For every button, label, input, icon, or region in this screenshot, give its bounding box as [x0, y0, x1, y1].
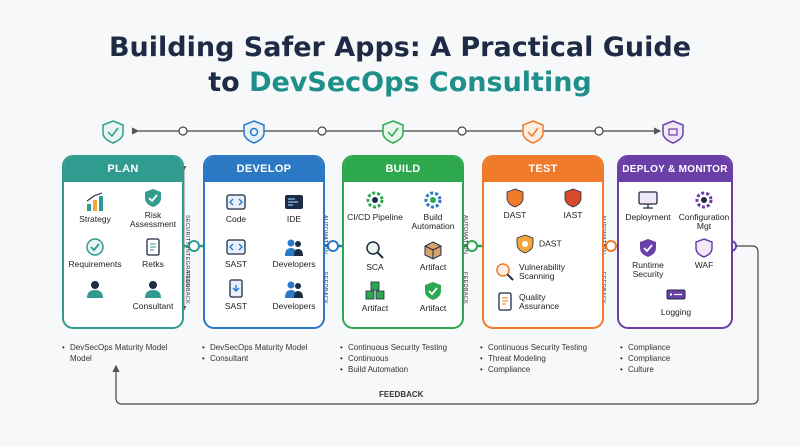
stage-item: Developers [265, 278, 323, 311]
stage-header: BUILD [344, 157, 462, 182]
stage-header: TEST [484, 157, 602, 182]
bullet-item: Consultant [202, 353, 327, 364]
server-icon [666, 289, 686, 300]
shield-check-icon [145, 189, 161, 207]
stage-header: DEPLOY & MONITOR [619, 157, 731, 182]
person-icon [145, 281, 161, 298]
stage-item: Retks [124, 236, 182, 269]
stage-item: Vulnerability Scanning [494, 261, 600, 283]
bullet-item: Threat Modeling [480, 353, 610, 364]
stage-item: IAST [544, 187, 602, 220]
top-shield-icon [102, 120, 124, 144]
stage-item: Risk Assessment [124, 187, 182, 229]
stage-bullets-develop: DevSecOps Maturity Model Consultant [202, 342, 327, 364]
stage-bullets-test: Continuous Security Testing Threat Model… [480, 342, 610, 375]
stage-card-plan: PLAN Strategy Risk Assessment Requiremen… [62, 155, 184, 329]
stage-item: Requirements [66, 236, 124, 269]
gear-icon [695, 191, 713, 209]
people-icon [285, 281, 303, 298]
stage-item: Artifact [346, 280, 404, 313]
document-icon [498, 292, 512, 311]
top-gear-shield-icon [243, 120, 265, 144]
page-title: Building Safer Apps: A Practical Guide [108, 32, 692, 63]
side-label: FEEDBACK [184, 272, 190, 305]
stage-item: IDE [265, 191, 323, 224]
stage-item: SCA [346, 239, 404, 272]
stage-item: Code [207, 191, 265, 224]
shield-check-icon [425, 282, 441, 300]
stage-item: Runtime Security [619, 237, 677, 279]
person-icon [87, 281, 103, 298]
gear-icon [366, 191, 384, 209]
timeline-node [317, 126, 327, 136]
timeline-node [594, 126, 604, 136]
gear-icon [424, 191, 442, 209]
box-icon [424, 241, 442, 260]
shield-icon [695, 238, 713, 258]
shield-icon [564, 188, 582, 208]
shield-icon [506, 188, 524, 208]
stage-card-build: BUILD CI/CD Pipeline Build Automation SC… [342, 155, 464, 329]
page-subtitle: to DevSecOps Consulting [0, 67, 800, 98]
bullet-item: Compliance [620, 342, 730, 353]
code-icon [226, 239, 246, 255]
top-test-shield-icon [522, 120, 544, 144]
timeline-node [178, 126, 188, 136]
stage-item: Strategy [66, 191, 124, 224]
document-icon [229, 279, 243, 298]
bullet-item: Continuous Security Testing [340, 342, 470, 353]
stage-header: DEVELOP [205, 157, 323, 182]
clipboard-icon [146, 238, 160, 256]
stage-item: Quality Assurance [494, 291, 600, 313]
bullet-item: Culture [620, 364, 730, 375]
stage-item: SAST [207, 278, 265, 311]
shield-icon [640, 239, 656, 257]
stage-item [66, 278, 124, 302]
stage-item: Build Automation [404, 189, 462, 231]
bullet-item: DevSecOps Maturity Model Model [62, 342, 187, 364]
people-icon [285, 239, 303, 256]
timeline-node [457, 126, 467, 136]
stage-bullets-deploy: Compliance Compliance Culture [620, 342, 730, 375]
monitor-icon [638, 191, 658, 209]
cubes-icon [365, 281, 385, 300]
bullet-item: Compliance [480, 364, 610, 375]
stage-card-test: TEST DAST IAST DAST Vulnerability Scanni… [482, 155, 604, 329]
checklist-icon [86, 238, 104, 256]
ide-icon [285, 195, 303, 209]
stage-card-develop: DEVELOP Code IDE SAST Developers SAST De… [203, 155, 325, 329]
code-icon [226, 194, 246, 210]
stage-item: DAST [514, 233, 578, 255]
stage-bullets-plan: DevSecOps Maturity Model Model [62, 342, 187, 364]
top-check-shield-icon [382, 120, 404, 144]
magnifier-icon [496, 263, 514, 281]
feedback-loop [112, 245, 759, 405]
bullet-item: DevSecOps Maturity Model [202, 342, 327, 353]
stage-item: Artifact [404, 239, 462, 272]
bullet-item: Continuous [340, 353, 470, 364]
stage-item: WAF [675, 237, 731, 270]
stage-item: Artifact [404, 280, 462, 313]
stage-item: SAST [207, 236, 265, 269]
bullet-item: Continuous Security Testing [480, 342, 610, 353]
magnifier-icon [366, 241, 384, 259]
stage-item: Configuration Mgt [675, 189, 731, 231]
subtitle-accent: DevSecOps Consulting [249, 67, 592, 98]
stage-item: Consultant [124, 278, 182, 311]
top-monitor-shield-icon [662, 120, 684, 144]
stage-item: Logging [647, 284, 705, 317]
stage-header: PLAN [64, 157, 182, 182]
shield-gear-icon [516, 234, 534, 254]
stage-item: DAST [486, 187, 544, 220]
chart-icon [86, 192, 103, 211]
feedback-label: FEEDBACK [379, 390, 424, 399]
stage-card-deploy-monitor: DEPLOY & MONITOR Deployment Configuratio… [617, 155, 733, 329]
stage-item: CI/CD Pipeline [346, 189, 404, 222]
subtitle-prefix: to [208, 67, 250, 98]
bullet-item: Build Automation [340, 364, 470, 375]
stage-item: Developers [265, 236, 323, 269]
stage-bullets-build: Continuous Security Testing Continuous B… [340, 342, 470, 375]
bullet-item: Compliance [620, 353, 730, 364]
stage-item: Deployment [619, 189, 677, 222]
